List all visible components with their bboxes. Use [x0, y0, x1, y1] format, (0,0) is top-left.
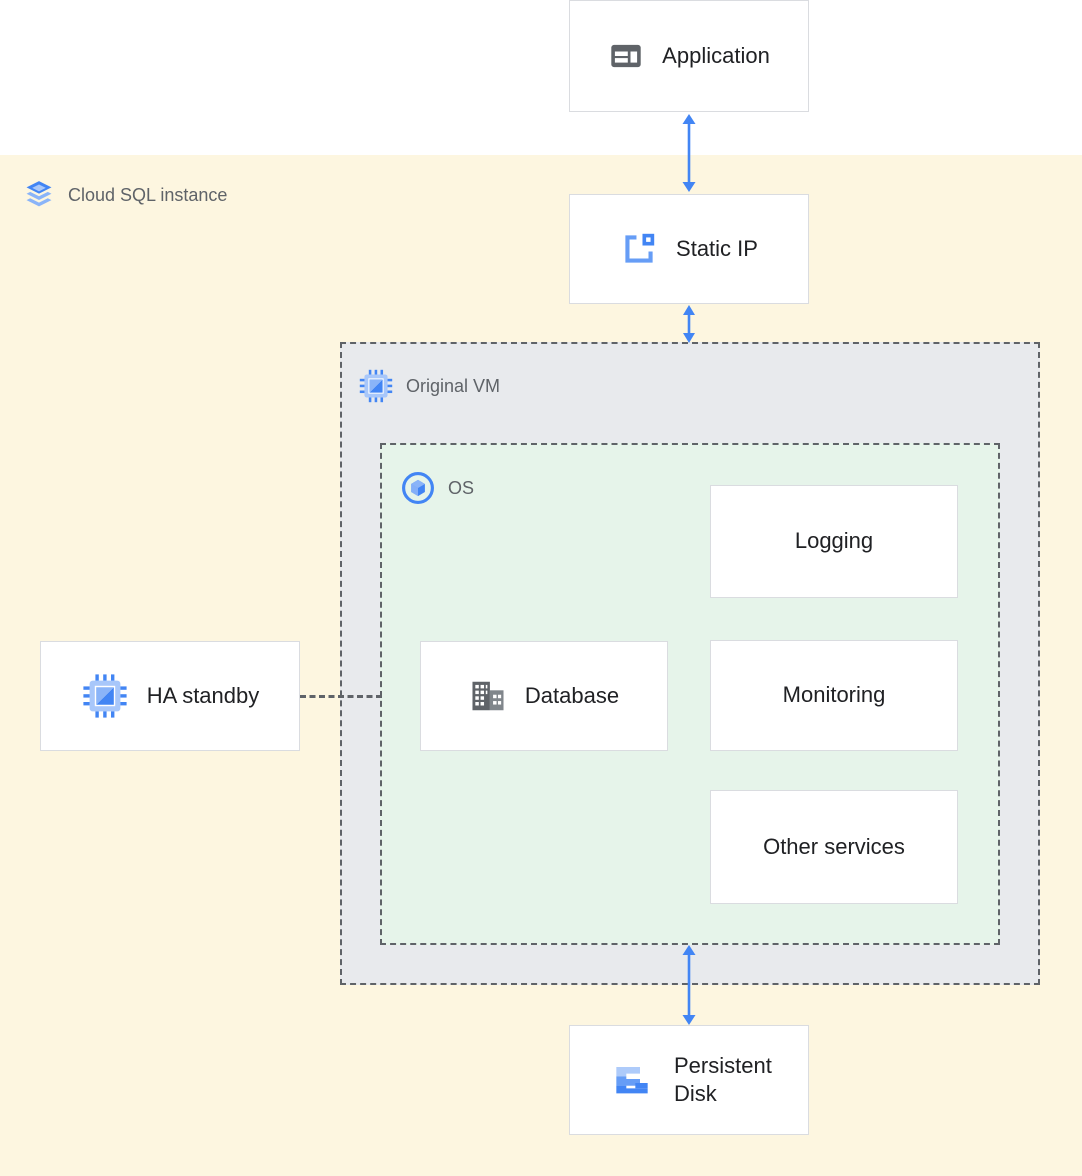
node-static-ip[interactable]: Static IP	[569, 194, 809, 304]
os-label-group: OS	[400, 470, 474, 506]
node-monitoring-label: Monitoring	[782, 682, 886, 708]
node-persistent-disk-label-line2: Disk	[674, 1081, 717, 1106]
node-application[interactable]: Application	[569, 0, 809, 112]
node-database[interactable]: Database	[420, 641, 668, 751]
node-persistent-disk[interactable]: Persistent Disk	[569, 1025, 809, 1135]
arrow-application-to-static-ip	[669, 112, 709, 194]
node-other-services-label: Other services	[763, 833, 905, 859]
node-logging[interactable]: Logging	[710, 485, 958, 598]
arrow-os-to-persistent-disk	[669, 943, 709, 1027]
node-application-label: Application	[662, 42, 770, 68]
connector-ha-standby-to-database	[300, 695, 382, 698]
application-layout-icon	[608, 38, 644, 74]
cpu-chip-icon	[81, 672, 129, 720]
node-other-services[interactable]: Other services	[710, 790, 958, 904]
original-vm-label-group: Original VM	[358, 368, 500, 404]
node-monitoring[interactable]: Monitoring	[710, 640, 958, 751]
static-ip-icon	[620, 230, 658, 268]
node-database-label: Database	[524, 682, 620, 708]
node-persistent-disk-label-line1: Persistent	[674, 1052, 772, 1078]
node-logging-label: Logging	[794, 528, 874, 554]
original-vm-label: Original VM	[406, 375, 501, 396]
cpu-chip-icon	[358, 368, 394, 404]
persistent-disk-icon	[612, 1060, 652, 1100]
node-ha-standby[interactable]: HA standby	[40, 641, 300, 751]
os-cube-circle-icon	[400, 470, 436, 506]
cloud-sql-stack-icon	[22, 178, 56, 212]
os-label: OS	[448, 477, 475, 498]
node-ha-standby-label: HA standby	[146, 682, 260, 708]
cloud-sql-instance-label-group: Cloud SQL instance	[22, 178, 227, 212]
cloud-sql-instance-label: Cloud SQL instance	[68, 184, 228, 205]
node-persistent-disk-label: Persistent Disk	[674, 1052, 772, 1108]
node-static-ip-label: Static IP	[676, 235, 758, 261]
arrow-static-ip-to-original-vm	[669, 304, 709, 344]
database-building-icon	[469, 677, 507, 715]
